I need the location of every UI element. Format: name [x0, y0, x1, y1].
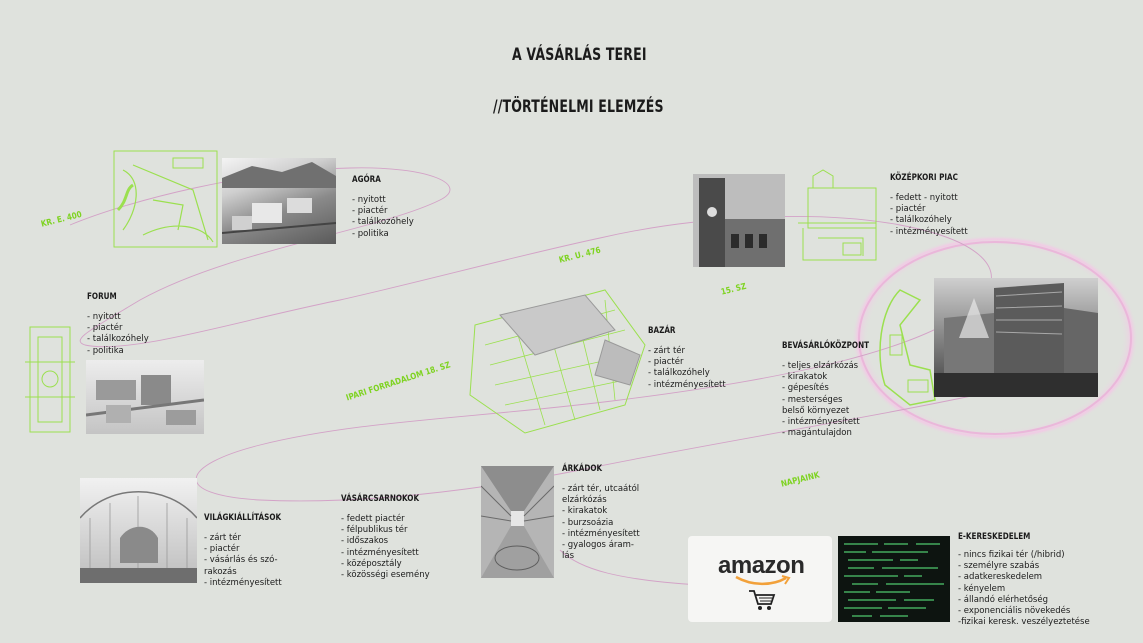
amazon-smile-icon [735, 575, 791, 586]
list-item: - időszakos [341, 536, 389, 547]
list-item: - fedett - nyitott [890, 193, 958, 203]
list-item: - intézményesített [890, 226, 968, 237]
agora-title: AGÓRA [352, 175, 381, 185]
ekereskedelem-list: - nincs fizikai tér (/hibrid) - személyr… [958, 550, 1090, 628]
list-item: - politika [352, 228, 389, 239]
kozepkori-sketch [798, 169, 877, 261]
page-title: A VÁSÁRLÁS TEREI [512, 45, 647, 65]
forum-section: FORUM - nyitott - piactér - találkozóhel… [87, 292, 149, 357]
bevasarlo-plan-sketch [879, 289, 936, 406]
vilagkiallitas-title: VILÁGKIÁLLÍTÁSOK [204, 513, 282, 523]
forum-photo [86, 360, 204, 434]
kozepkori-list: - fedett - nyitott - piactér - találkozó… [890, 193, 970, 238]
kozepkori-title: KÖZÉPKORI PIAC [890, 173, 958, 183]
arkadok-photo [481, 466, 554, 578]
bevasarlo-section: BEVÁSÁRLÓKÖZPONT - teljes elzárkózás - k… [782, 341, 884, 439]
list-item: - nyitott [352, 195, 386, 205]
code-terminal-photo [838, 536, 950, 622]
list-item: - exponenciális növekedés [958, 606, 1071, 617]
forum-plan-sketch [25, 326, 75, 433]
list-item: - piactér [890, 204, 926, 215]
list-item: - fedett piactér [341, 514, 405, 524]
ekereskedelem-title: E-KERESKEDELEM [958, 532, 1031, 542]
list-item: - intézményesített [341, 547, 419, 558]
forum-list: - nyitott - piactér - találkozóhely - po… [87, 312, 149, 357]
list-item: - félpublikus tér [341, 525, 408, 536]
bevasarlo-title: BEVÁSÁRLÓKÖZPONT [782, 341, 870, 351]
arkadok-section: ÁRKÁDOK - zárt tér, utcaától elzárkózás … [562, 464, 640, 562]
list-item: - zárt tér [204, 533, 242, 543]
bazar-title: BAZÁR [648, 326, 676, 336]
list-item: - találkozóhely [890, 215, 952, 226]
vilagkiallitas-photo [80, 478, 197, 583]
list-item: - állandó elérhetőség [958, 594, 1048, 605]
list-item: - gyalogos áram- [562, 540, 634, 551]
list-item: belső környezet [782, 405, 850, 416]
shopping-cart-icon [749, 590, 776, 610]
list-item: - középosztály [341, 558, 402, 569]
vilagkiallitas-section: VILÁGKIÁLLÍTÁSOK - zárt tér - piactér - … [204, 513, 295, 589]
vasarcsarnok-list: - fedett piactér - félpublikus tér - idő… [341, 514, 433, 581]
list-item: - találkozóhely [87, 334, 149, 345]
list-item: - piactér [352, 206, 388, 217]
bazar-section: BAZÁR - zárt tér - piactér - találkozóhe… [648, 326, 726, 391]
list-item: - találkozóhely [648, 368, 710, 379]
kozepkori-photo [693, 174, 785, 267]
arkadok-title: ÁRKÁDOK [562, 464, 603, 474]
list-item: - kirakatok [562, 506, 608, 517]
agora-photo [222, 158, 336, 244]
list-item: - piactér [87, 323, 123, 334]
agora-section: AGÓRA - nyitott - piactér - találkozóhel… [352, 175, 414, 240]
agora-list: - nyitott - piactér - találkozóhely - po… [352, 195, 414, 240]
list-item: - mesterséges [782, 394, 843, 405]
highlight-ring [858, 241, 1132, 435]
amazon-card: amazon [688, 536, 832, 622]
list-item: - gépesítés [782, 383, 829, 394]
page-subtitle: //TÖRTÉNELMI ELEMZÉS [493, 97, 664, 117]
ekereskedelem-section: E-KERESKEDELEM - nincs fizikai tér (/hib… [958, 532, 1090, 628]
list-item: - találkozóhely [352, 217, 414, 228]
bevasarlo-photo [934, 278, 1098, 397]
list-item: - adatkereskedelem [958, 572, 1043, 583]
list-item: - nyitott [87, 312, 121, 322]
vasarcsarnok-title: VÁSÁRCSARNOKOK [341, 494, 420, 504]
list-item: - közösségi esemény [341, 570, 430, 581]
list-item: lás [562, 551, 574, 562]
list-item: elzárkózás [562, 495, 607, 506]
list-item: - intézményesített [562, 528, 640, 539]
forum-title: FORUM [87, 292, 117, 302]
kozepkori-section: KÖZÉPKORI PIAC - fedett - nyitott - piac… [890, 173, 970, 238]
list-item: - intézményesített [782, 417, 860, 428]
bazar-list: - zárt tér - piactér - találkozóhely - i… [648, 346, 726, 391]
list-item: - vásárlás és szó- [204, 555, 278, 566]
list-item: - politika [87, 345, 124, 356]
list-item: - kényelem [958, 583, 1006, 594]
list-item: - piactér [204, 544, 240, 555]
list-item: - zárt tér, utcaától [562, 484, 640, 494]
amazon-wordmark: amazon [718, 552, 805, 579]
bevasarlo-list: - teljes elzárkózás - kirakatok - gépesí… [782, 361, 884, 439]
list-item: -fizikai keresk. veszélyeztetése [958, 617, 1090, 628]
list-item: rakozás [204, 566, 237, 577]
list-item: - intézményesített [204, 577, 282, 588]
list-item: - zárt tér [648, 346, 686, 356]
list-item: - személyre szabás [958, 561, 1040, 572]
agora-plan-sketch [113, 150, 218, 248]
list-item: - piactér [648, 357, 684, 368]
lower-connector [559, 549, 701, 586]
list-item: - teljes elzárkózás [782, 361, 859, 371]
bazar-plan-sketch [469, 289, 646, 434]
list-item: - kirakatok [782, 372, 828, 383]
list-item: - nincs fizikai tér (/hibrid) [958, 550, 1065, 560]
arkadok-list: - zárt tér, utcaától elzárkózás - kiraka… [562, 484, 640, 562]
list-item: - burzsoázia [562, 517, 614, 528]
vilagkiallitas-list: - zárt tér - piactér - vásárlás és szó- … [204, 533, 295, 589]
list-item: - intézményesített [648, 379, 726, 390]
list-item: - magántulajdon [782, 428, 852, 439]
vasarcsarnok-section: VÁSÁRCSARNOKOK - fedett piactér - félpub… [341, 494, 433, 581]
timeline-path [69, 167, 1011, 502]
